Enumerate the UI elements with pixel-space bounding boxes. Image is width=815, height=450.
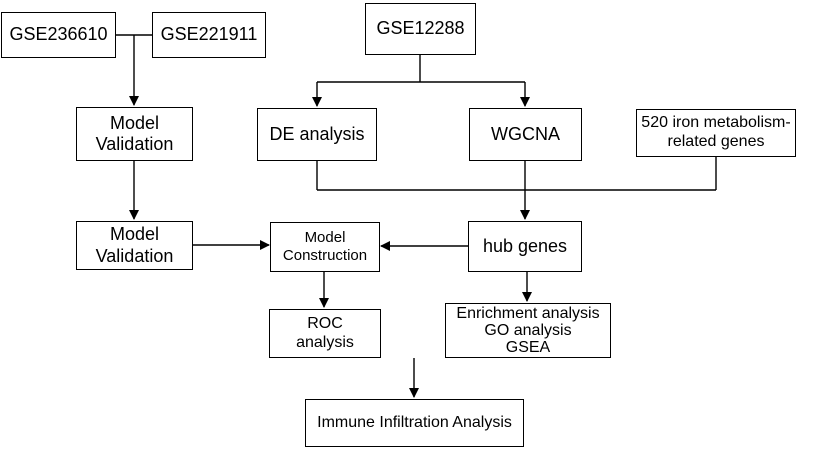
node-iron-metabolism-genes-line-1: 520 iron metabolism- [641,114,791,132]
node-gse236610: GSE236610 [1,12,116,58]
node-roc-analysis: ROC analysis [269,309,381,358]
node-gse221911: GSE221911 [152,12,266,58]
node-wgcna-line-1: WGCNA [491,123,560,144]
node-model-validation-bottom: Model Validation [76,221,193,270]
node-model-construction: Model Construction [270,222,380,272]
node-model-validation-top-line-1: Model [109,112,160,133]
node-wgcna: WGCNA [469,108,582,161]
node-enrichment-analysis-line-2: GO analysis [484,321,572,339]
node-gse221911-line-1: GSE221911 [160,24,258,45]
node-iron-metabolism-genes-line-2: related genes [667,133,765,150]
node-model-validation-bottom-line-2: Validation [95,245,174,266]
node-immune-infiltration: Immune Infiltration Analysis [305,399,524,447]
node-model-construction-line-1: Model [304,229,346,247]
node-hub-genes-line-1: hub genes [482,235,568,256]
node-model-validation-top-line-2: Validation [95,134,174,154]
node-de-analysis: DE analysis [257,108,377,161]
node-gse12288: GSE12288 [365,3,476,55]
node-model-construction-line-2: Construction [282,247,368,264]
node-gse236610-line-1: GSE236610 [9,24,108,45]
node-de-analysis-line-1: DE analysis [269,123,365,144]
node-model-validation-top: Model Validation [76,107,193,161]
node-immune-infiltration-line-1: Immune Infiltration Analysis [317,413,512,431]
node-iron-metabolism-genes: 520 iron metabolism- related genes [636,109,796,157]
node-enrichment-analysis-line-1: Enrichment analysis [456,304,600,322]
node-gse12288-line-1: GSE12288 [376,18,465,39]
node-roc-analysis-line-1: ROC [307,314,343,332]
node-hub-genes: hub genes [468,221,582,272]
node-enrichment-analysis: Enrichment analysis GO analysis GSEA [445,303,611,358]
node-enrichment-analysis-line-3: GSEA [505,339,551,357]
node-roc-analysis-line-2: analysis [296,333,354,351]
node-model-validation-bottom-line-1: Model [109,224,160,245]
